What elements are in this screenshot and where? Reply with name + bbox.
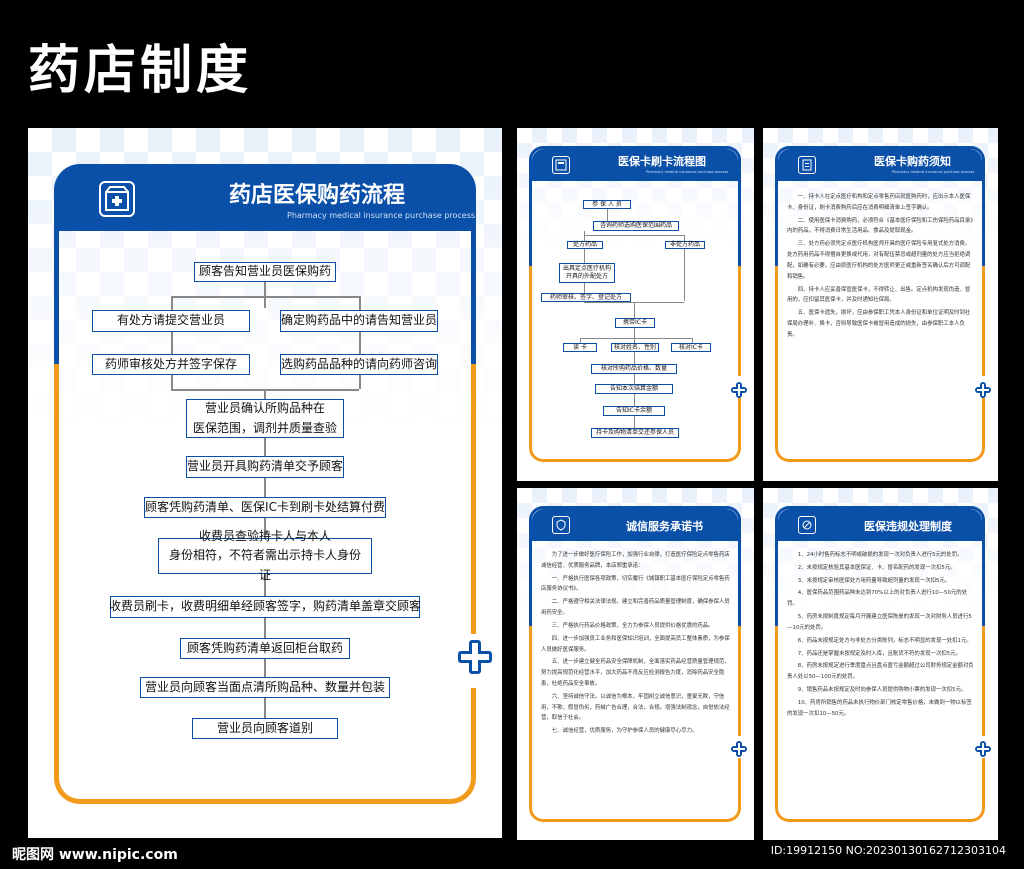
flow-box: 参 保 人 员 xyxy=(583,200,631,209)
poster-violation-rules: 医保违规处理制度 1、24小时售药标志不明或破损的发现一次对负责人进行5元的处罚… xyxy=(763,488,998,840)
poster3-header: 医保卡购药须知 Pharmacy medical insurance purch… xyxy=(778,149,982,181)
step-box: 收费员刷卡，收费明细单经顾客签字，购药清单盖章交顾客 xyxy=(109,596,421,618)
violation-text: 1、24小时售药标志不明或破损的发现一次对负责人进行5元的处罚。 2、未按规定核… xyxy=(787,552,974,717)
shield-icon xyxy=(552,516,570,534)
step-box: 顾客告知营业员医保购药 xyxy=(194,262,336,282)
flow-box: 核对姓名、性别 xyxy=(611,343,659,352)
medical-cross-icon xyxy=(458,640,492,674)
poster-purchase-notice: 医保卡购药须知 Pharmacy medical insurance purch… xyxy=(763,128,998,481)
flow-box: 处方药品 xyxy=(567,241,603,249)
main-title: 药店制度 xyxy=(28,41,253,101)
step-box: 药师审核处方并签字保存 xyxy=(92,354,250,375)
medical-cross-icon xyxy=(731,741,747,757)
step-box: 确定购药品中的请告知营业员 xyxy=(280,310,438,332)
poster-card-swipe-flow: 医保卡刷卡流程图 Pharmacy medical insurance purc… xyxy=(517,128,754,481)
poster5-header: 医保违规处理制度 xyxy=(778,509,982,541)
flow-box: 告知本次结算金额 xyxy=(595,384,673,394)
step-box: 营业员向顾客当面点清所购品种、数量并包装 xyxy=(140,677,390,698)
watermark-id: ID:19912150 NO:20230130162712303104 xyxy=(770,844,1006,857)
poster3-subtitle: Pharmacy medical insurance purchase proc… xyxy=(892,170,975,174)
poster2-header: 医保卡刷卡流程图 Pharmacy medical insurance purc… xyxy=(532,149,738,181)
step-box: 顾客凭购药清单、医保IC卡到刷卡处结算付费 xyxy=(144,497,386,518)
step-box: 选购药品品种的请向药师咨询 xyxy=(280,354,438,375)
poster-integrity-pledge: 诚信服务承诺书 为了进一步做好医疗保险工作，加强行业自律，打造医疗保险定点零售药… xyxy=(517,488,754,840)
pharmacy-icon xyxy=(99,181,135,217)
poster4-header: 诚信服务承诺书 xyxy=(532,509,738,541)
flow-box: 核对IC卡 xyxy=(671,343,711,352)
poster-purchase-process: 药店医保购药流程 Pharmacy medical insurance purc… xyxy=(28,128,502,838)
medical-cross-icon xyxy=(975,741,991,757)
poster5-title: 医保违规处理制度 xyxy=(864,520,952,533)
watermark-footer: 昵图网 www.nipic.com ID:19912150 NO:2023013… xyxy=(0,838,1024,869)
card-reader-icon xyxy=(552,156,570,174)
flow-box: 携带IC卡 xyxy=(615,318,655,328)
step-box: 收费员查验持卡人与本人 身份相符，不符者需出示持卡人身份证 xyxy=(158,529,372,582)
flow-box: 持卡及购物清单交还参保人员 xyxy=(591,428,679,438)
flow-box: 非处方药品 xyxy=(665,241,705,249)
poster1-header: 药店医保购药流程 Pharmacy medical insurance purc… xyxy=(59,169,475,231)
step-box: 有处方请提交营业员 xyxy=(92,310,250,332)
flow-box: 出具定点医疗机构 开具的外配处方 xyxy=(559,263,615,283)
flow-box: 药师审核、签字、登记处方 xyxy=(541,293,631,302)
poster2-subtitle: Pharmacy medical insurance purchase proc… xyxy=(646,170,729,174)
watermark-site: 昵图网 www.nipic.com xyxy=(12,847,178,863)
notice-text: 一、持卡人在定点医疗机构和定点零售药店就医购药时，应出示本人医保卡、身份证，刷卡… xyxy=(787,194,973,338)
poster1-subtitle: Pharmacy medical insurance purchase proc… xyxy=(287,211,476,220)
poster2-title: 医保卡刷卡流程图 xyxy=(618,155,706,168)
step-box: 顾客凭购药清单返回柜台取药 xyxy=(180,638,350,659)
pill-icon xyxy=(798,516,816,534)
poster3-title: 医保卡购药须知 xyxy=(874,155,951,168)
flow-box: 告知IC卡余额 xyxy=(603,406,665,416)
flow-box: 咨询药师选购医保范围药品 xyxy=(593,221,679,231)
flow-box: 读 卡 xyxy=(563,343,597,352)
medical-cross-icon xyxy=(731,382,747,398)
prescription-icon xyxy=(798,156,816,174)
flow-box: 核对所购药品价格、数量 xyxy=(591,364,677,374)
step-box: 营业员确认所购品种在 医保范围，调剂并质量查验 xyxy=(186,399,344,438)
pledge-text: 为了进一步做好医疗保险工作，加强行业自律，打造医疗保险定点零售药店诚信经营、优质… xyxy=(541,552,730,735)
medical-cross-icon xyxy=(975,382,991,398)
step-box: 营业员向顾客道别 xyxy=(192,718,338,739)
step-box: 营业员开具购药清单交予顾客 xyxy=(186,456,344,478)
poster4-title: 诚信服务承诺书 xyxy=(626,520,703,533)
poster1-title: 药店医保购药流程 xyxy=(229,183,406,208)
